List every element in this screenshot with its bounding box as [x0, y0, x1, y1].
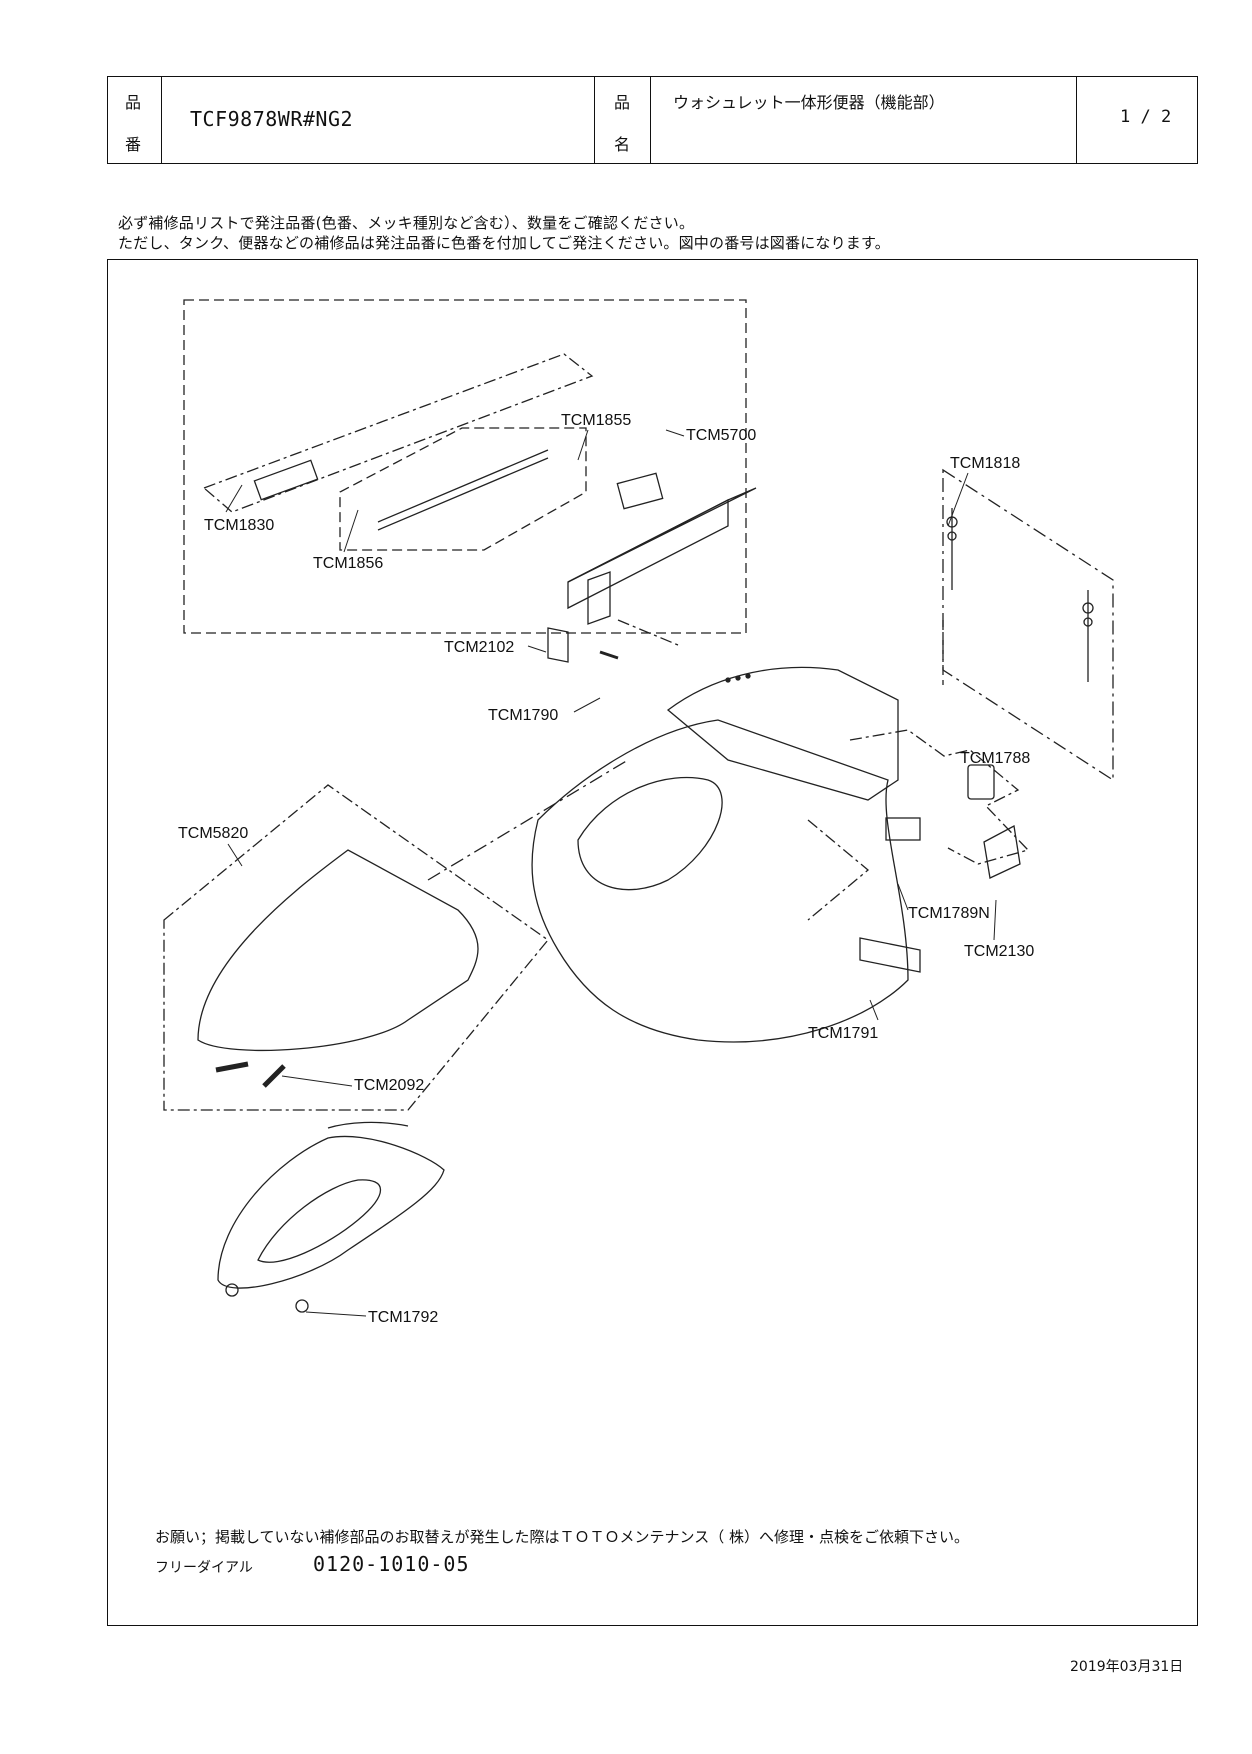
- exploded-view-drawing: TCM1830 TCM1856 TCM1855 TCM5700 TCM1818 …: [163, 299, 1114, 1326]
- label-tcm5820: TCM5820: [178, 825, 248, 842]
- product-name: ウォシュレット一体形便器（機能部）: [673, 93, 945, 112]
- lid-hinge-line: [427, 759, 629, 881]
- tcm5700-group-box: [183, 299, 747, 634]
- divider: [1076, 77, 1077, 163]
- toilet-bowl-body: [531, 719, 909, 1043]
- part-number: TCF9878WR#NG2: [190, 107, 354, 131]
- label-tcm2102: TCM2102: [444, 639, 514, 656]
- divider: [594, 77, 595, 163]
- parts-diagram: TCM1830 TCM1856 TCM1855 TCM5700 TCM1818 …: [107, 259, 1198, 1626]
- label-tcm1788: TCM1788: [960, 750, 1030, 767]
- page-number: 1 / 2: [1120, 107, 1172, 127]
- header-table: 品 番 TCF9878WR#NG2 品 名 ウォシュレット一体形便器（機能部） …: [107, 76, 1198, 164]
- right-parts-link: [849, 729, 1030, 865]
- hinban-label-top: 品: [125, 93, 142, 112]
- remote-plate-outline: [202, 353, 594, 513]
- label-tcm1789n: TCM1789N: [908, 905, 990, 922]
- wall-bracket: [587, 571, 611, 625]
- remote-top: [567, 487, 757, 583]
- remote-label-plate: [253, 459, 319, 501]
- notice-line-1: 必ず補修品リストで発注品番(色番、メッキ種別など含む）、数量をご確認ください。: [118, 214, 695, 232]
- label-tcm1818: TCM1818: [950, 455, 1020, 472]
- divider: [161, 77, 162, 163]
- label-tcm2130: TCM2130: [964, 943, 1034, 960]
- bracket-box: [339, 427, 587, 551]
- remote-control: [567, 498, 729, 610]
- label-tcm1791: TCM1791: [808, 1025, 878, 1042]
- hinban-label-bottom: 番: [125, 135, 142, 154]
- bracket-bar-lower: [377, 457, 549, 531]
- toilet-seat-opening: [257, 1179, 382, 1263]
- tcm2130-part: [983, 824, 1021, 879]
- tcm1789n-part: [885, 817, 921, 841]
- free-dial-number: 0120-1010-05: [313, 1552, 470, 1576]
- toilet-bowl-opening: [577, 776, 723, 891]
- free-dial-label: フリーダイアル: [155, 1560, 253, 1576]
- hinmei-label-bottom: 名: [614, 135, 631, 154]
- label-tcm1830: TCM1830: [204, 517, 274, 534]
- label-tcm1855: TCM1855: [561, 412, 631, 429]
- issue-date: 2019年03月31日: [1070, 1659, 1184, 1675]
- tcm5820-group-box: [163, 784, 549, 1111]
- toilet-seat: [217, 1135, 445, 1289]
- hinmei-label-top: 品: [614, 93, 631, 112]
- toilet-lid: [197, 849, 479, 1052]
- label-tcm2092: TCM2092: [354, 1077, 424, 1094]
- tcm1855-holder: [616, 472, 664, 510]
- notice-line-2: ただし、タンク、便器などの補修品は発注品番に色番を付加してご発注ください。図中の…: [118, 234, 890, 252]
- bracket-bar: [377, 449, 549, 523]
- repair-request: お願い；掲載していない補修部品のお取替えが発生した際はＴＯＴＯメンテナンス（ 株…: [155, 1528, 970, 1546]
- label-tcm1792: TCM1792: [368, 1309, 438, 1326]
- tcm1791-part: [859, 937, 921, 973]
- label-tcm1790: TCM1790: [488, 707, 558, 724]
- label-tcm1856: TCM1856: [313, 555, 383, 572]
- label-tcm5700: TCM5700: [686, 427, 756, 444]
- divider: [650, 77, 651, 163]
- tcm1790-screw: [599, 650, 619, 660]
- seat-cables: [327, 1121, 409, 1129]
- washlet-unit: [666, 666, 899, 801]
- tcm2102-bracket: [547, 627, 569, 663]
- tcm1788-part: [967, 764, 995, 800]
